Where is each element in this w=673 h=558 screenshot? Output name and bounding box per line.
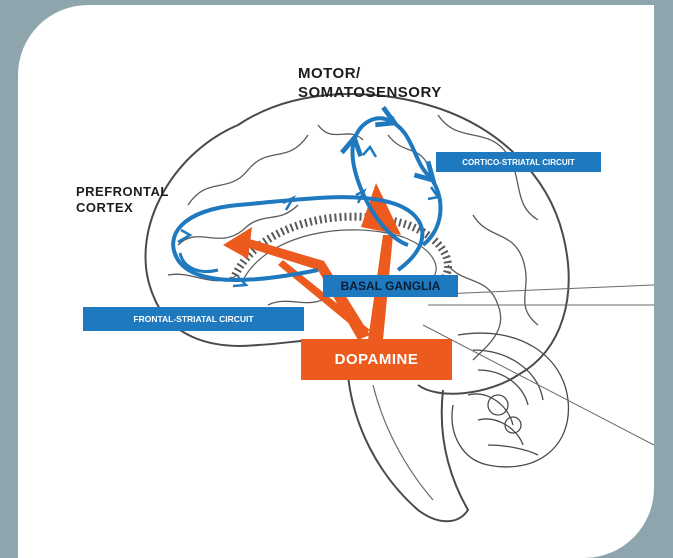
cerebellum [452, 333, 568, 467]
brainstem [348, 375, 468, 521]
basal-ganglia-label: BASAL GANGLIA [323, 275, 458, 297]
frontal-striatal-circuit-label: FRONTAL-STRIATAL CIRCUIT [83, 307, 304, 331]
motor-label-line2: SOMATOSENSORY [298, 84, 442, 103]
cortico-striatal-circuit-label: CORTICO-STRIATAL CIRCUIT [436, 152, 601, 172]
dopamine-label: DOPAMINE [301, 339, 452, 380]
diagram-panel: MOTOR/ SOMATOSENSORY PREFRONTAL CORTEX C… [18, 5, 654, 558]
prefrontal-cortex-label: PREFRONTAL CORTEX [76, 184, 169, 217]
motor-label-line1: MOTOR/ [298, 65, 442, 84]
prefrontal-label-line1: PREFRONTAL [76, 184, 169, 200]
motor-somatosensory-label: MOTOR/ SOMATOSENSORY [298, 65, 442, 103]
prefrontal-label-line2: CORTEX [76, 200, 169, 216]
